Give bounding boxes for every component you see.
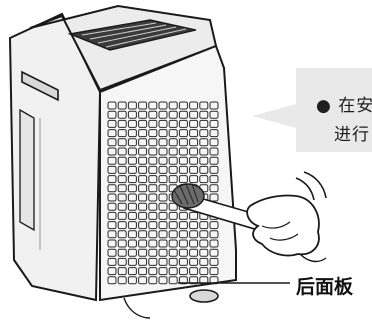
side-cover: [20, 110, 34, 230]
callout-line-2: 进行: [316, 125, 370, 145]
power-cord: [124, 298, 150, 318]
caster-wheel: [190, 290, 218, 302]
rear-panel-label: 后面板: [296, 272, 353, 299]
motion-lines-icon: [296, 172, 326, 200]
callout-text: ● 在安 进行: [316, 92, 372, 150]
callout-line-1: ● 在安: [316, 96, 372, 116]
